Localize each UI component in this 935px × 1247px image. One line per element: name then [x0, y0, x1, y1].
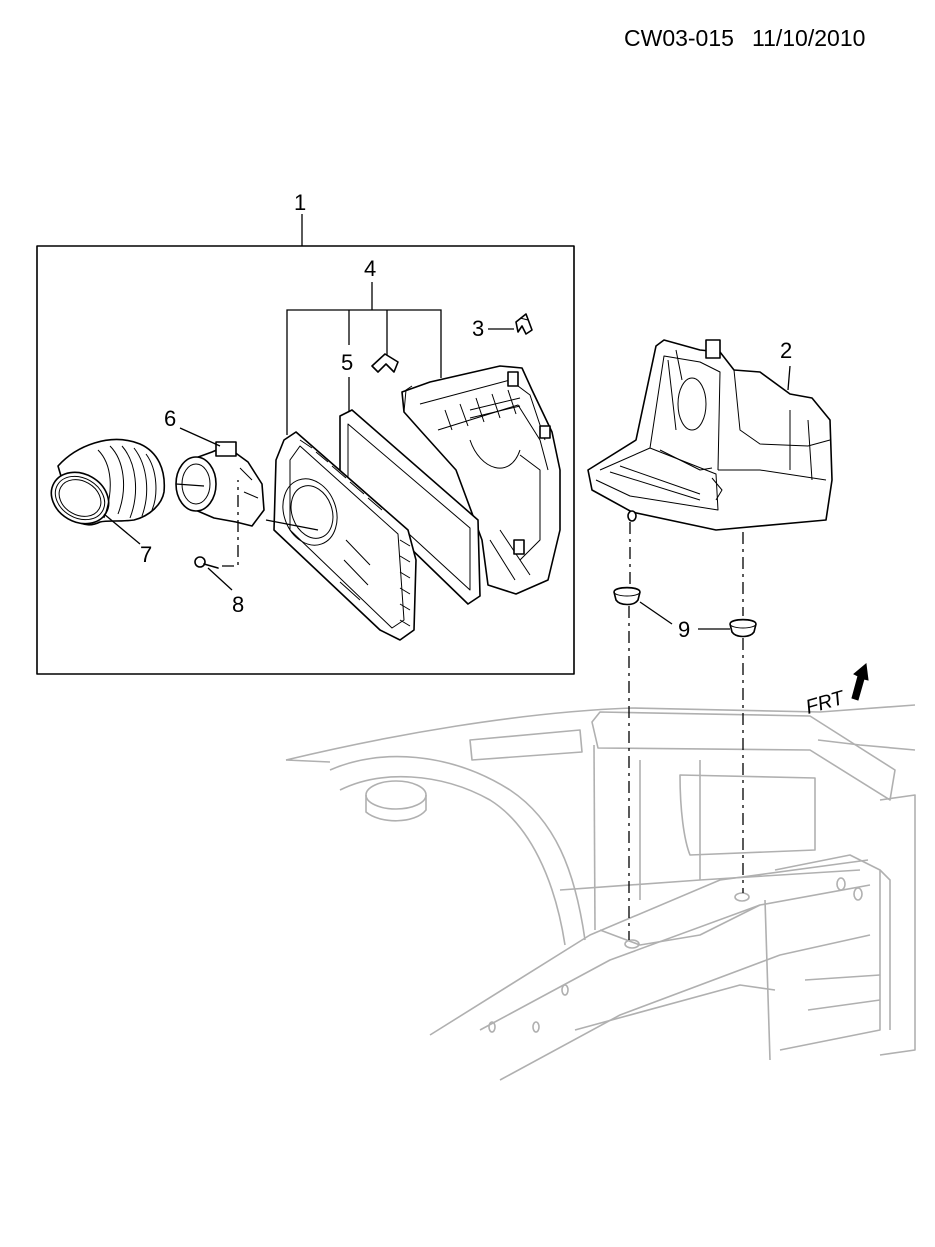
air-cleaner-lower-box [587, 339, 833, 531]
retaining-clip-part [515, 313, 533, 335]
air-cleaner-upper-housing [401, 365, 561, 595]
mounting-grommet-right [729, 618, 757, 638]
air-cleaner-kit-box [36, 245, 575, 675]
leader-2 [787, 365, 791, 391]
leader-4-bracket [286, 282, 442, 435]
vehicle-body-outline [285, 704, 916, 1081]
callout-9: 9 [678, 617, 690, 642]
callout-8: 8 [232, 592, 244, 617]
leader-6 [179, 427, 221, 447]
leader-6b [175, 483, 205, 487]
leader-9a [639, 601, 673, 625]
front-arrow-icon [851, 663, 869, 701]
filter-clip-part [371, 353, 399, 373]
mounting-screw [194, 556, 219, 569]
callout-3: 3 [472, 316, 484, 341]
intake-duct-boot [50, 438, 166, 526]
mounting-grommet-left [613, 586, 641, 606]
document-date: 11/10/2010 [752, 25, 865, 51]
callout-4: 4 [364, 256, 376, 281]
callout-1: 1 [294, 190, 306, 215]
front-direction-marker: FRT [803, 663, 869, 719]
front-label: FRT [803, 687, 848, 719]
air-cleaner-lower-housing [273, 431, 417, 641]
leader-8 [207, 567, 233, 591]
leader-7 [103, 513, 141, 545]
callout-5: 5 [341, 350, 353, 375]
callout-7: 7 [140, 542, 152, 567]
leader-lower-housing [265, 519, 319, 531]
screw-alignment-dash [222, 480, 239, 567]
callout-2: 2 [780, 338, 792, 363]
callout-6: 6 [164, 406, 176, 431]
document-code: CW03-015 [624, 25, 734, 51]
mass-air-flow-sensor [175, 441, 265, 527]
